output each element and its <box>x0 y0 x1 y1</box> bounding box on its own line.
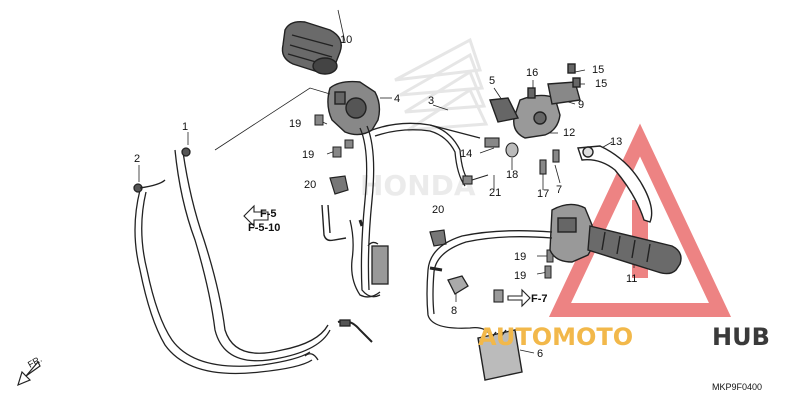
ref-f5: F-5 <box>260 208 277 220</box>
callout-16: 16 <box>526 67 538 79</box>
callout-20-b: 20 <box>432 204 444 216</box>
callout-11: 11 <box>626 273 637 285</box>
small-hardware <box>462 137 560 185</box>
callout-17: 17 <box>537 188 549 200</box>
watermark-hub-text: HUB <box>712 323 770 351</box>
diagram-code: MKP9F0400 <box>712 382 762 392</box>
ref-f5-10: F-5-10 <box>248 222 280 234</box>
callout-12: 12 <box>563 127 575 139</box>
harness-assembly <box>349 219 389 298</box>
front-arrow-icon <box>17 360 41 387</box>
grommet-bottom <box>429 229 447 247</box>
callout-13: 13 <box>610 136 622 148</box>
callout-10: 10 <box>340 34 352 46</box>
grommet-top <box>329 175 349 195</box>
callout-8: 8 <box>451 305 457 317</box>
watermark-auto-text: AUTOMOTO <box>478 323 633 351</box>
callout-5: 5 <box>489 75 495 87</box>
ref-f7: F-7 <box>531 293 548 305</box>
callout-20-a: 20 <box>304 179 316 191</box>
callout-7: 7 <box>556 184 562 196</box>
callout-9: 9 <box>578 99 584 111</box>
right-harness-cable <box>426 230 553 336</box>
right-switch-housing <box>549 203 594 263</box>
harness-clip <box>321 204 347 242</box>
callout-18: 18 <box>506 169 518 181</box>
throttle-cables <box>133 147 373 375</box>
automotohub-watermark: AUTOMOTO HUB <box>478 323 770 351</box>
callout-19-a: 19 <box>289 118 301 130</box>
f7-bolt <box>493 288 531 308</box>
leader-lines <box>138 9 635 354</box>
callout-19-c: 19 <box>514 251 526 263</box>
throttle-housing <box>327 80 381 136</box>
callout-19-d: 19 <box>514 270 526 282</box>
svg-text:HONDA: HONDA <box>360 169 476 202</box>
handlebar-grip <box>587 225 682 275</box>
callout-6: 6 <box>537 348 543 360</box>
callout-19-b: 19 <box>302 149 314 161</box>
callout-15-top: 15 <box>592 64 604 76</box>
wing-logo-watermark <box>394 37 489 132</box>
switch-unit <box>477 329 523 381</box>
front-label: FR. <box>26 354 44 370</box>
lever-bracket <box>489 63 581 139</box>
callout-15-bottom: 15 <box>595 78 607 90</box>
throttle-grip <box>281 20 342 75</box>
callout-21: 21 <box>489 187 501 199</box>
callout-3: 3 <box>428 95 434 107</box>
clutch-lever <box>577 145 653 223</box>
main-cable-loop <box>359 122 481 298</box>
callout-4: 4 <box>394 93 400 105</box>
callout-1: 1 <box>182 121 188 133</box>
callout-14: 14 <box>460 148 472 160</box>
f5-arrow-icon <box>243 204 269 228</box>
callout-2: 2 <box>134 153 140 165</box>
brand-text-watermark: HONDA <box>360 169 476 202</box>
